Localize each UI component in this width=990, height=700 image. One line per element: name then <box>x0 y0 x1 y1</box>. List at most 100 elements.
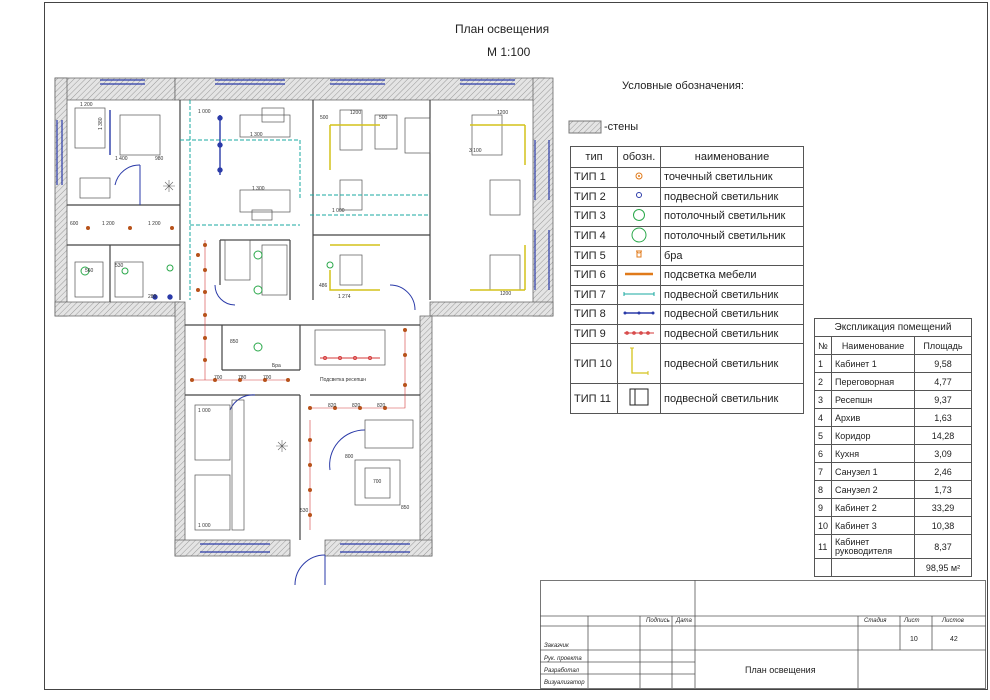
legend-type: ТИП 7 <box>570 284 618 305</box>
legend-row: ТИП 5 бра <box>570 245 804 266</box>
room-name: Кухня <box>831 444 915 463</box>
corner-profile-light-icon <box>630 347 649 375</box>
svg-text:1 000: 1 000 <box>198 523 211 529</box>
legend-name: подвесной светильник <box>660 284 804 305</box>
room-num: 8 <box>813 480 833 499</box>
walls <box>54 77 554 557</box>
room-num: 7 <box>813 462 833 481</box>
svg-text:1 300: 1 300 <box>250 132 263 138</box>
furniture-light-label: Подсветка ресепшн <box>320 377 366 383</box>
room-num: 4 <box>813 408 833 427</box>
svg-text:1 274: 1 274 <box>338 294 351 300</box>
legend-type: ТИП 2 <box>570 186 618 207</box>
room-name: Кабинет 3 <box>831 516 915 535</box>
legend-row: ТИП 2 подвесной светильник <box>570 186 804 207</box>
sheet-title: План освещения <box>455 22 550 36</box>
legend-row: ТИП 9 подвесной светильник <box>570 323 804 344</box>
room-num: 11 <box>813 534 833 559</box>
legend-type: ТИП 1 <box>570 167 618 188</box>
room-name: Кабинет 1 <box>831 354 915 373</box>
table-total-row: 98,95 м² <box>813 558 972 577</box>
explication-col-name: Наименование <box>831 336 915 355</box>
stamp-customer-label: Заказчик <box>544 643 569 649</box>
legend-row: ТИП 6 подсветка мебели <box>570 265 804 286</box>
linear-light-icon <box>623 291 655 296</box>
legend-table: тип обозн. наименование ТИП 1 точечный с… <box>570 146 804 414</box>
svg-text:1 380: 1 380 <box>98 117 104 130</box>
svg-text:560: 560 <box>85 268 94 274</box>
svg-text:700: 700 <box>263 375 272 381</box>
ceiling-light-large-icon <box>631 227 647 242</box>
svg-text:800: 800 <box>345 454 354 460</box>
legend-name: точечный светильник <box>660 167 804 188</box>
panel-light-icon <box>629 388 649 406</box>
stamp-sheet-label: Лист <box>904 618 920 624</box>
legend-name: подвесной светильник <box>660 343 804 384</box>
track-light-icon <box>623 311 655 315</box>
svg-text:1200: 1200 <box>350 110 361 116</box>
room-area: 10,38 <box>914 516 972 535</box>
sheet-scale: М 1:100 <box>487 45 531 59</box>
legend-row: ТИП 1 точечный светильник <box>570 167 804 188</box>
svg-text:980: 980 <box>155 156 164 162</box>
room-explication-table: Экспликация помещений № Наименование Пло… <box>813 318 972 577</box>
stamp-sheets-count: 42 <box>950 636 958 643</box>
room-num: 9 <box>813 498 833 517</box>
svg-text:1 200: 1 200 <box>80 102 93 108</box>
svg-text:3 100: 3 100 <box>469 148 482 154</box>
stamp-signature-label: Подпись <box>646 618 670 624</box>
wall-sconce-icon <box>636 250 642 258</box>
svg-text:820: 820 <box>377 403 386 409</box>
legend-type: ТИП 9 <box>570 323 618 344</box>
legend-col-name: наименование <box>660 146 804 168</box>
legend-type: ТИП 3 <box>570 206 618 227</box>
svg-text:1 200: 1 200 <box>102 221 115 227</box>
svg-text:600: 600 <box>70 221 79 227</box>
stamp-sheets-label: Листов <box>942 618 964 624</box>
room-area: 14,28 <box>914 426 972 445</box>
legend-row: ТИП 7 подвесной светильник <box>570 284 804 305</box>
svg-text:820: 820 <box>352 403 361 409</box>
room-area: 2,46 <box>914 462 972 481</box>
title-block <box>540 580 986 689</box>
room-num: 3 <box>813 390 833 409</box>
room-name: Ресепшн <box>831 390 915 409</box>
svg-text:1200: 1200 <box>500 291 511 297</box>
stamp-stage-label: Стадия <box>864 618 887 624</box>
svg-text:700: 700 <box>214 375 223 381</box>
legend-name: подсветка мебели <box>660 265 804 286</box>
stamp-project-lead-label: Рук. проекта <box>544 656 582 662</box>
room-num: 5 <box>813 426 833 445</box>
explication-col-num: № <box>813 336 833 355</box>
stamp-drawing-title: План освещения <box>745 665 816 675</box>
stamp-date-label: Дата <box>676 618 692 624</box>
room-num: 10 <box>813 516 833 535</box>
svg-text:1 000: 1 000 <box>198 109 211 115</box>
legend-type: ТИП 8 <box>570 304 618 325</box>
room-area: 9,58 <box>914 354 972 373</box>
svg-text:1 400: 1 400 <box>115 156 128 162</box>
room-area: 1,73 <box>914 480 972 499</box>
sconce-label: Бра <box>272 363 281 369</box>
drawing-sheet <box>44 2 988 690</box>
legend-name: подвесной светильник <box>660 323 804 344</box>
svg-text:850: 850 <box>230 339 239 345</box>
string-light-icon <box>624 330 654 335</box>
wall-hatch-icon <box>568 120 602 134</box>
explication-heading: Экспликация помещений <box>814 318 972 337</box>
svg-text:530: 530 <box>115 263 124 269</box>
room-area: 1,63 <box>914 408 972 427</box>
legend-name: подвесной светильник <box>660 304 804 325</box>
legend-name: потолочный светильник <box>660 225 804 247</box>
room-name: Санузел 1 <box>831 462 915 481</box>
svg-text:850: 850 <box>401 505 410 511</box>
svg-text:486: 486 <box>319 283 328 289</box>
